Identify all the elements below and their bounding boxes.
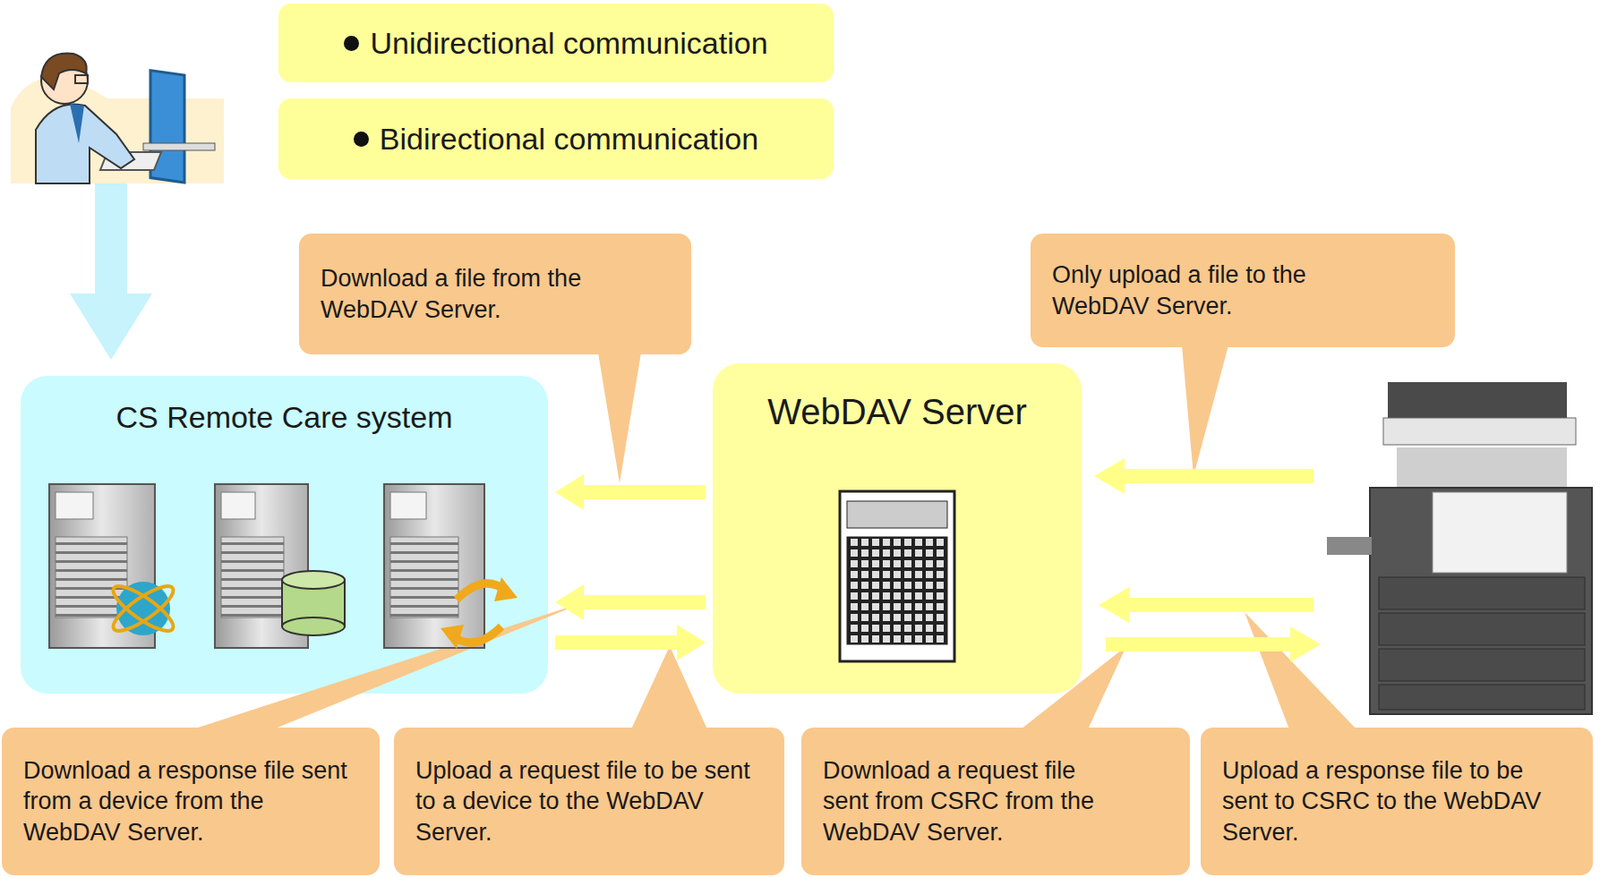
system-panel: WebDAV Server <box>712 363 1082 694</box>
callout-box: Download a file from the WebDAV Server. <box>299 233 692 355</box>
box-text: Only upload a file to the WebDAV Server. <box>1052 259 1393 322</box>
callout-box: Download a request file sent from CSRC f… <box>801 727 1190 876</box>
box-text: Upload a request file to be sent to a de… <box>415 755 765 849</box>
flow-arrow <box>69 183 153 360</box>
panel-title: WebDAV Server <box>712 363 1082 433</box>
panel-title: CS Remote Care system <box>20 376 548 436</box>
printer-illustration <box>1326 382 1592 715</box>
server-icon <box>49 484 518 650</box>
legend-box: Unidirectional communication <box>278 3 834 83</box>
box-text: Unidirectional communication <box>369 25 768 61</box>
flow-connector <box>555 624 706 661</box>
flow-connector <box>555 474 706 511</box>
panel-ground <box>712 363 1082 694</box>
box-text: Bidirectional communication <box>379 121 759 157</box>
bullet-dot <box>353 131 369 147</box>
callout-box: Only upload a file to the WebDAV Server. <box>1030 233 1455 348</box>
legend-box: Bidirectional communication <box>278 98 834 180</box>
server-icon <box>839 491 955 662</box>
flow-arrow <box>1094 458 1321 663</box>
callout-box: Upload a request file to be sent to a de… <box>393 727 785 876</box>
callout-box: Download a response file sent from a dev… <box>1 727 380 876</box>
box-text: Download a request file sent from CSRC f… <box>822 755 1119 849</box>
system-panel: CS Remote Care system <box>20 376 548 694</box>
callout-box: Upload a response file to be sent to CSR… <box>1200 727 1593 876</box>
box-text: Upload a response file to be sent to CSR… <box>1222 755 1545 849</box>
person-illustration <box>10 53 224 184</box>
bullet-dot <box>343 35 360 52</box>
box-text: Download a response file sent from a dev… <box>23 755 364 849</box>
box-text: Download a file from the WebDAV Server. <box>320 263 679 326</box>
panel-ground <box>20 376 548 694</box>
flow-connector <box>555 584 706 621</box>
